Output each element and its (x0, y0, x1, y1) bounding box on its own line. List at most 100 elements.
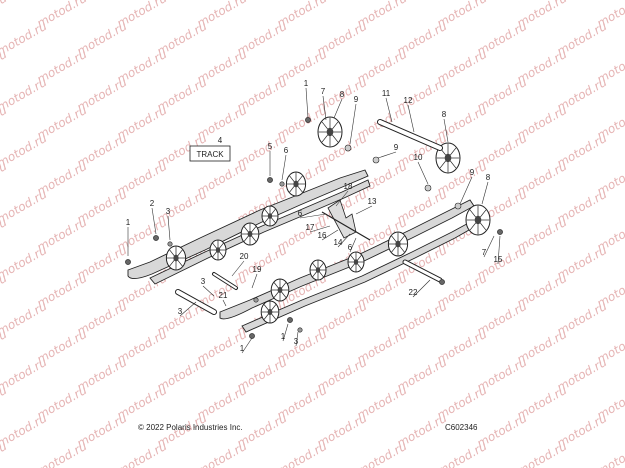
idler-wheel (261, 205, 279, 227)
callout-number: 15 (494, 255, 503, 264)
callout-number: 1 (281, 332, 286, 341)
callout-leader (231, 260, 245, 277)
callout-number: 17 (306, 223, 315, 232)
watermark-text: motod.ru (0, 0, 10, 31)
watermark-text: motod.ru (595, 439, 625, 468)
callout-number: 13 (368, 197, 377, 206)
left-rail-lower (149, 179, 371, 285)
idler-wheel (309, 259, 327, 281)
callout-leader (151, 207, 157, 235)
watermark-text: motod.ru (0, 355, 50, 395)
idler-wheel (465, 204, 491, 236)
copyright-text: © 2022 Polaris Industries Inc. (138, 423, 243, 432)
callout-leader (309, 225, 331, 233)
idler-wheel (347, 251, 365, 273)
callout-leader (349, 103, 357, 145)
callout-leader (349, 237, 357, 253)
callout-number: 1 (304, 79, 309, 88)
idler-wheels (165, 116, 491, 324)
watermark-text: motod.ru (0, 439, 10, 468)
callout-number: 7 (482, 248, 487, 257)
callout-number: 8 (340, 90, 345, 99)
callout-number: 11 (382, 89, 391, 98)
callout-number: 6 (348, 243, 353, 252)
callout-leader (321, 229, 339, 241)
callout-leader (322, 95, 327, 121)
callout-number: 8 (442, 110, 447, 119)
idler-wheel (260, 300, 280, 324)
callout-leader (497, 235, 501, 265)
callout-number: 9 (354, 95, 359, 104)
callout-leader (483, 235, 495, 258)
bracket-18 (327, 199, 357, 239)
callout-number: 22 (409, 288, 418, 297)
callout-number: 2 (150, 199, 155, 208)
callout-number: 16 (318, 231, 327, 240)
callout-leader (251, 273, 258, 289)
callout-leader (337, 233, 351, 248)
watermark-text: motod.ru (0, 131, 50, 171)
watermark-text: motod.ru (195, 439, 250, 468)
callout-leader (417, 161, 429, 185)
shaft-15-fill (403, 260, 442, 282)
watermark-text: motod.ru (0, 411, 50, 451)
callout-leader (335, 190, 349, 207)
callout-leader (299, 213, 327, 219)
idler-wheel (285, 171, 307, 197)
callout-leader (241, 337, 253, 354)
callout-number: 21 (219, 291, 228, 300)
rear-axle-shaft-fill (378, 120, 442, 150)
callout-number: 12 (404, 96, 413, 105)
callout-number: 6 (284, 146, 289, 155)
watermark-text: motod.ru (515, 439, 570, 468)
callout-number: 7 (321, 87, 326, 96)
callout-leader (202, 285, 215, 297)
callout-leader (167, 215, 171, 241)
center-bracket (321, 199, 371, 241)
callout-number: 10 (414, 153, 423, 162)
shafts (175, 119, 443, 315)
track-label: TRACK (196, 150, 224, 159)
callout-leader (459, 176, 473, 205)
diagram-code: C602346 (445, 423, 478, 432)
callout-leader (281, 154, 287, 181)
callout-number: 1 (126, 218, 131, 227)
callout-number: 1 (240, 344, 245, 353)
watermark-text: motod.ru (35, 439, 90, 468)
watermark-text: motod.ru (0, 75, 50, 115)
callout-leader (412, 279, 431, 298)
callout-leader (282, 323, 289, 342)
callout-number: 3 (166, 207, 171, 216)
callout-number: 3 (178, 307, 183, 316)
callout-number: 9 (394, 143, 399, 152)
callout-number: 20 (240, 252, 249, 261)
idler-wheel (240, 222, 260, 246)
idler-wheel (270, 278, 290, 302)
callout-number: 3 (201, 277, 206, 286)
track-label-box (189, 145, 231, 162)
callout-leader (179, 301, 197, 317)
watermark-text: motod.ru (0, 243, 50, 283)
watermark-text: motod.ru (355, 439, 410, 468)
callout-leader (443, 118, 449, 143)
watermark-text: motod.ru (115, 439, 170, 468)
callout-leader (222, 299, 227, 307)
callout-number: 4 (218, 136, 223, 145)
bolt-20-fill (213, 273, 237, 289)
callout-leader (481, 181, 489, 205)
callout-leader (355, 205, 373, 215)
watermark-text: motod.ru (435, 439, 490, 468)
idler-wheel (317, 116, 343, 148)
callout-number: 6 (298, 209, 303, 218)
callout-leader (377, 151, 397, 159)
cross-shaft-16 (321, 211, 371, 241)
callout-number: 5 (268, 142, 273, 151)
idler-wheel (387, 231, 409, 257)
callout-number: 14 (334, 238, 343, 247)
callout-number: 18 (344, 182, 353, 191)
idler-wheel (165, 245, 187, 271)
callout-leader (333, 98, 343, 119)
